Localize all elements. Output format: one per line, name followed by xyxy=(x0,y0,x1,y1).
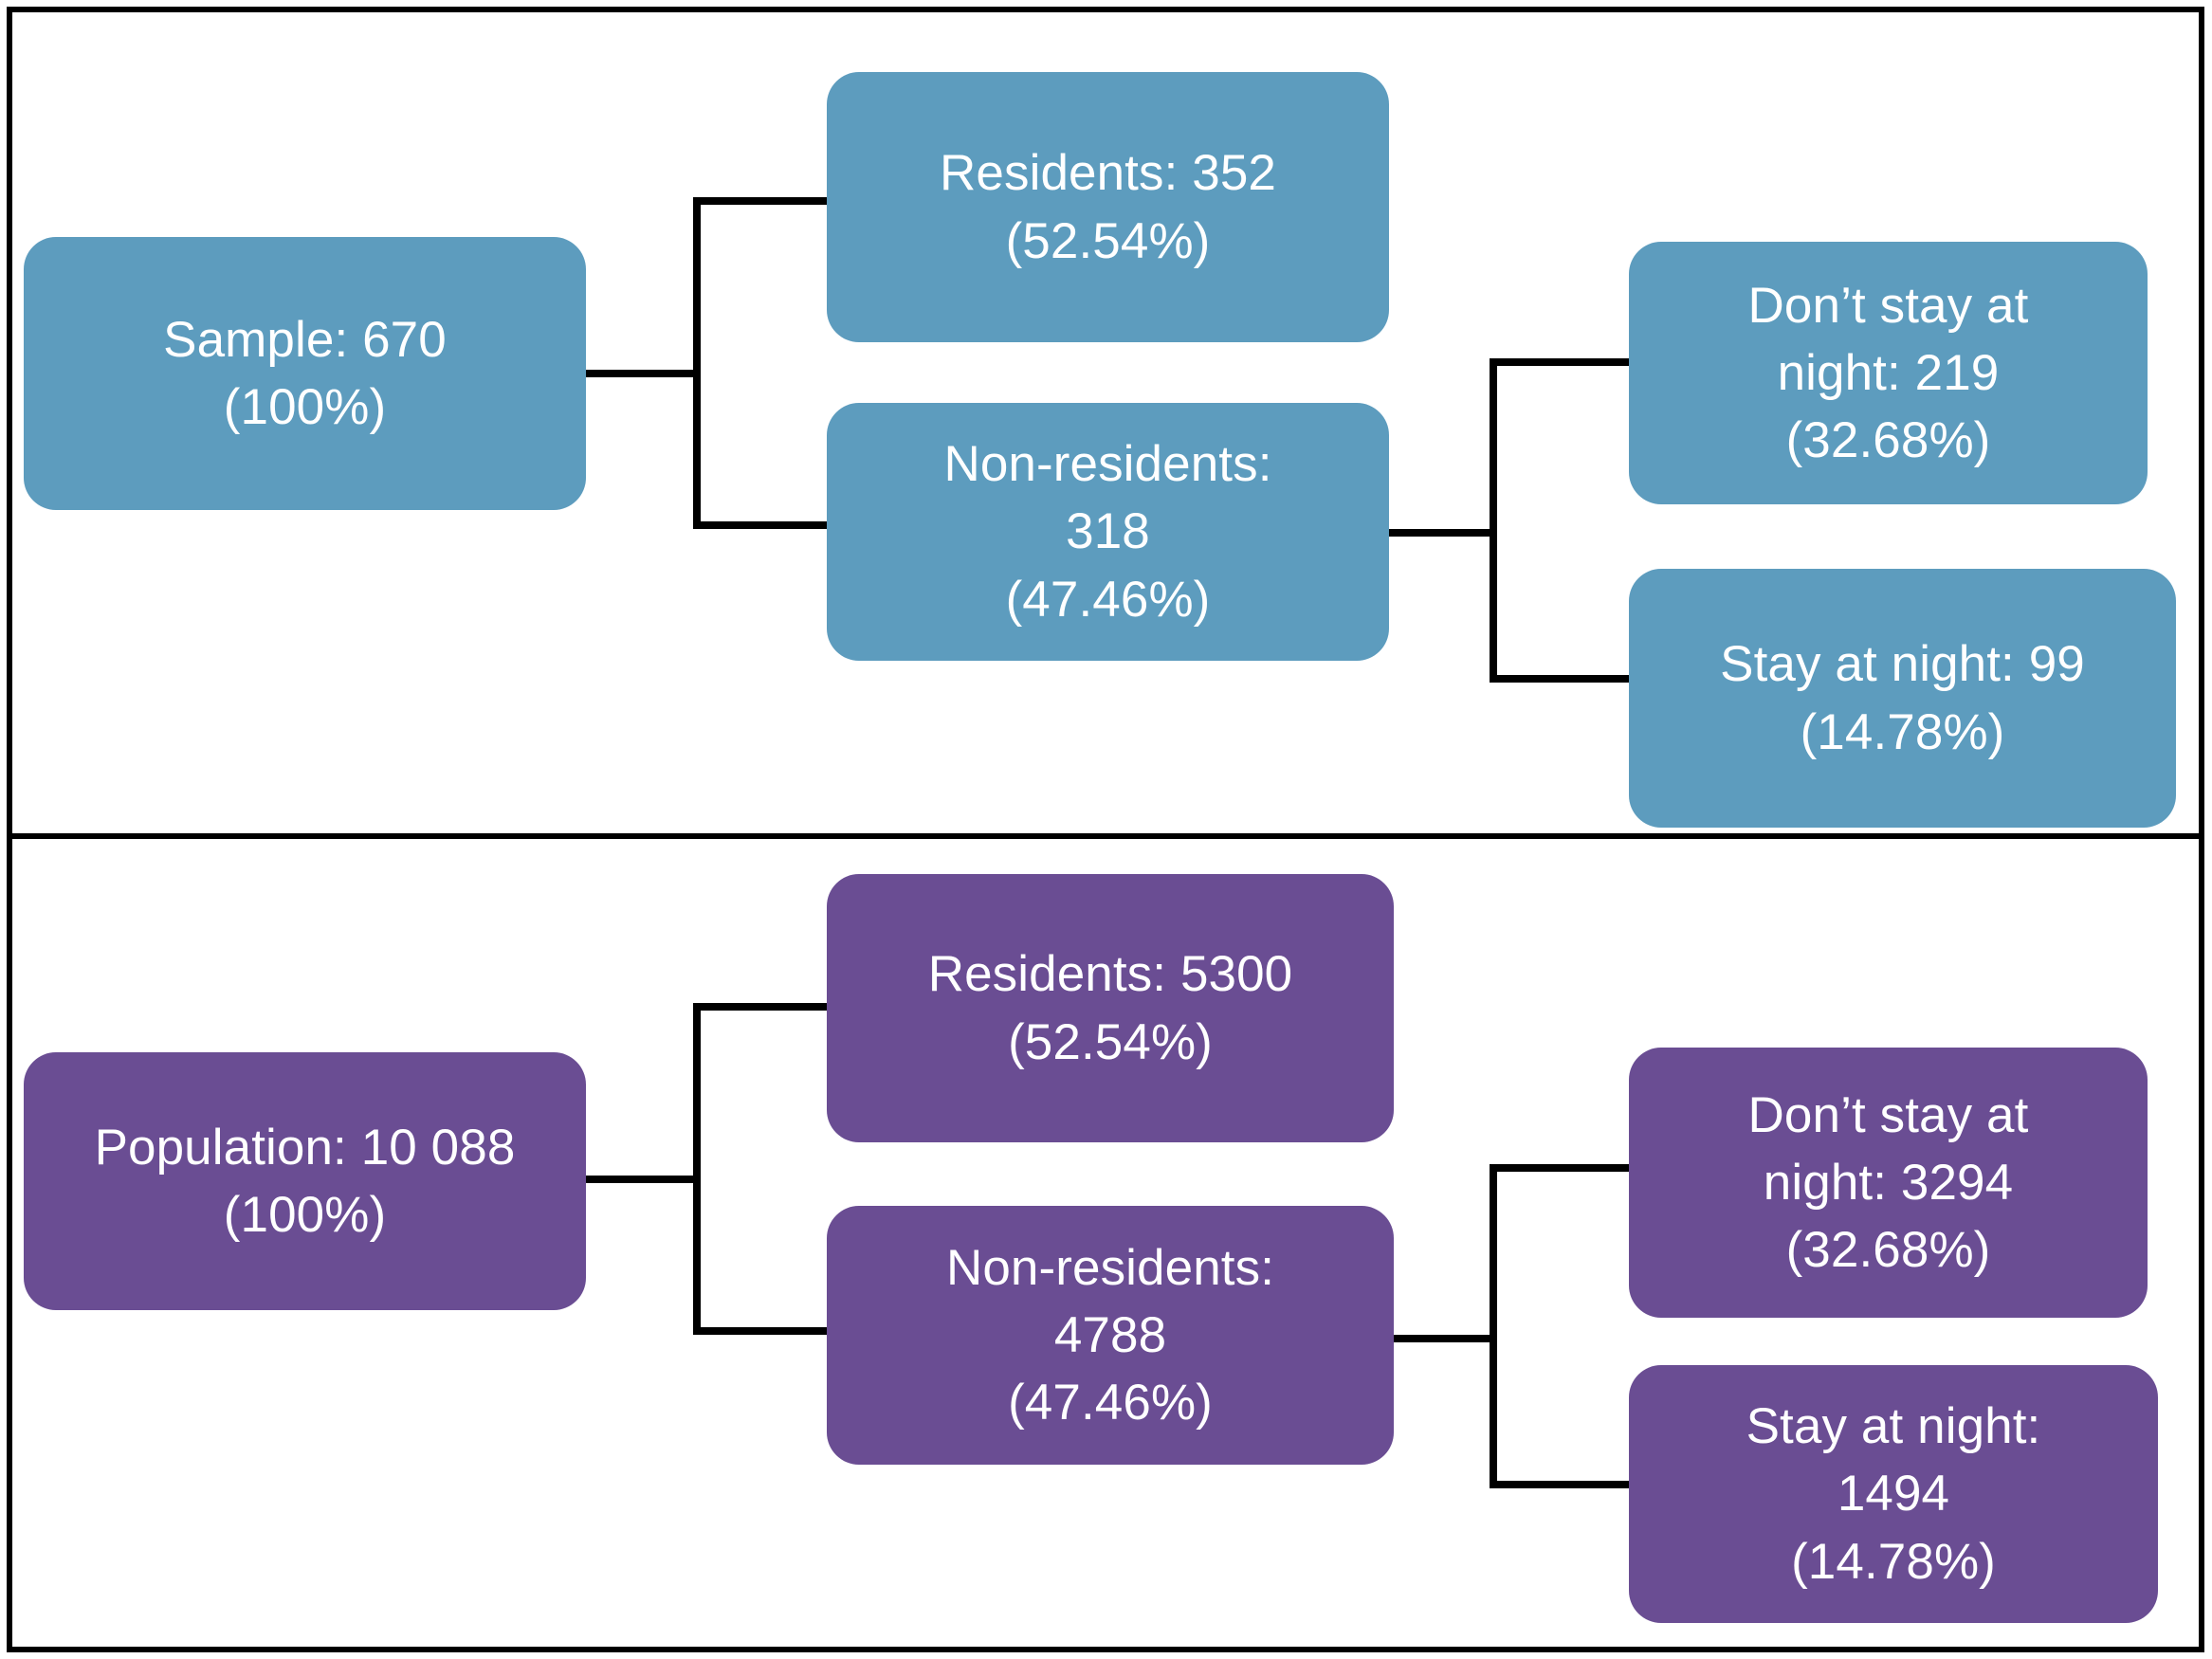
connector-sample-to-residents xyxy=(693,197,832,205)
connector-sample-nonresidents-horizontal xyxy=(1385,529,1497,537)
connector-population-to-nonresidents xyxy=(693,1327,832,1335)
connector-population-to-dontstay xyxy=(1490,1164,1636,1172)
connector-population-nonresidents-horizontal xyxy=(1390,1335,1497,1342)
sample-panel: Sample: 670 (100%) Residents: 352 (52.54… xyxy=(24,72,2176,828)
node-sample-dont-stay-at-night: Don’t stay at night: 219 (32.68%) xyxy=(1629,242,2148,504)
node-sample-stay-at-night: Stay at night: 99 (14.78%) xyxy=(1629,569,2176,828)
connector-sample-to-dontstay xyxy=(1490,358,1636,366)
connector-population-to-stay xyxy=(1490,1481,1636,1488)
connector-sample-to-stay xyxy=(1490,675,1636,683)
node-population-nonresidents: Non-residents: 4788 (47.46%) xyxy=(827,1206,1394,1465)
connector-population-to-residents xyxy=(693,1003,832,1011)
connector-population-split2-vertical xyxy=(1490,1164,1497,1488)
connector-population-split-vertical xyxy=(693,1003,701,1335)
connector-sample-root-horizontal xyxy=(582,370,701,377)
node-population-dont-stay-at-night: Don’t stay at night: 3294 (32.68%) xyxy=(1629,1048,2148,1318)
node-sample-residents: Residents: 352 (52.54%) xyxy=(827,72,1389,342)
connector-sample-split2-vertical xyxy=(1490,358,1497,683)
node-population-total: Population: 10 088 (100%) xyxy=(24,1052,586,1310)
node-sample-nonresidents: Non-residents: 318 (47.46%) xyxy=(827,403,1389,661)
node-population-stay-at-night: Stay at night: 1494 (14.78%) xyxy=(1629,1365,2158,1623)
connector-sample-to-nonresidents xyxy=(693,521,832,529)
connector-sample-split-vertical xyxy=(693,197,701,529)
node-sample-total: Sample: 670 (100%) xyxy=(24,237,586,510)
node-population-residents: Residents: 5300 (52.54%) xyxy=(827,874,1394,1142)
connector-population-root-horizontal xyxy=(582,1176,701,1183)
panel-divider xyxy=(7,833,2204,839)
